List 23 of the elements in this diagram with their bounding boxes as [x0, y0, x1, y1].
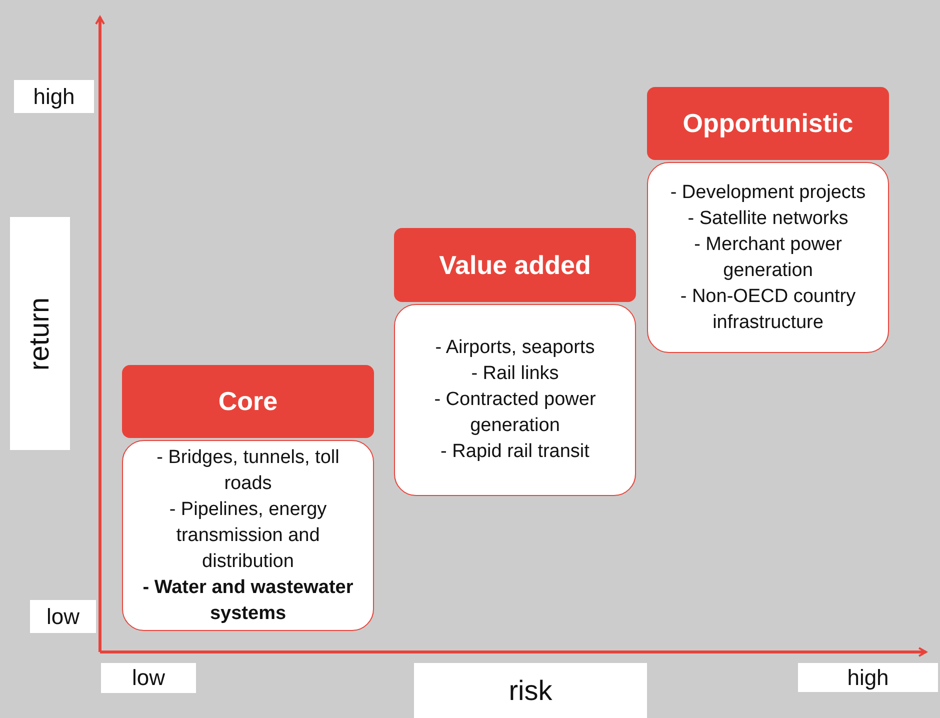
examples-card: [394, 304, 636, 496]
list-item: - Contracted power generation: [433, 388, 597, 438]
list-item: - Rail links: [471, 362, 559, 386]
list-item: - Bridges, tunnels, toll roads: [156, 446, 340, 496]
examples-card: [122, 440, 374, 631]
category-header: Opportunistic: [647, 87, 889, 160]
list-item: - Pipelines, energy transmission and distribution: [168, 498, 328, 574]
axis-title: low: [132, 665, 165, 691]
axis-title: risk: [508, 674, 552, 706]
category-header: Core: [122, 365, 374, 438]
axis-title: high: [33, 84, 75, 110]
list-item: - Airports, seaports: [435, 336, 595, 360]
list-item: - Merchant power generation: [693, 232, 843, 282]
list-item: - Development projects: [670, 180, 866, 204]
examples-card: [647, 162, 889, 353]
axis-title: low: [46, 604, 80, 630]
list-item: - Water and wastewater systems: [142, 576, 354, 626]
list-item: - Non-OECD country infrastructure: [679, 284, 857, 334]
list-item: - Satellite networks: [688, 206, 848, 230]
axis-title: high: [847, 664, 889, 690]
list-item: - Rapid rail transit: [440, 440, 590, 464]
axis-title: return: [24, 296, 56, 370]
category-header: Value added: [394, 228, 636, 302]
